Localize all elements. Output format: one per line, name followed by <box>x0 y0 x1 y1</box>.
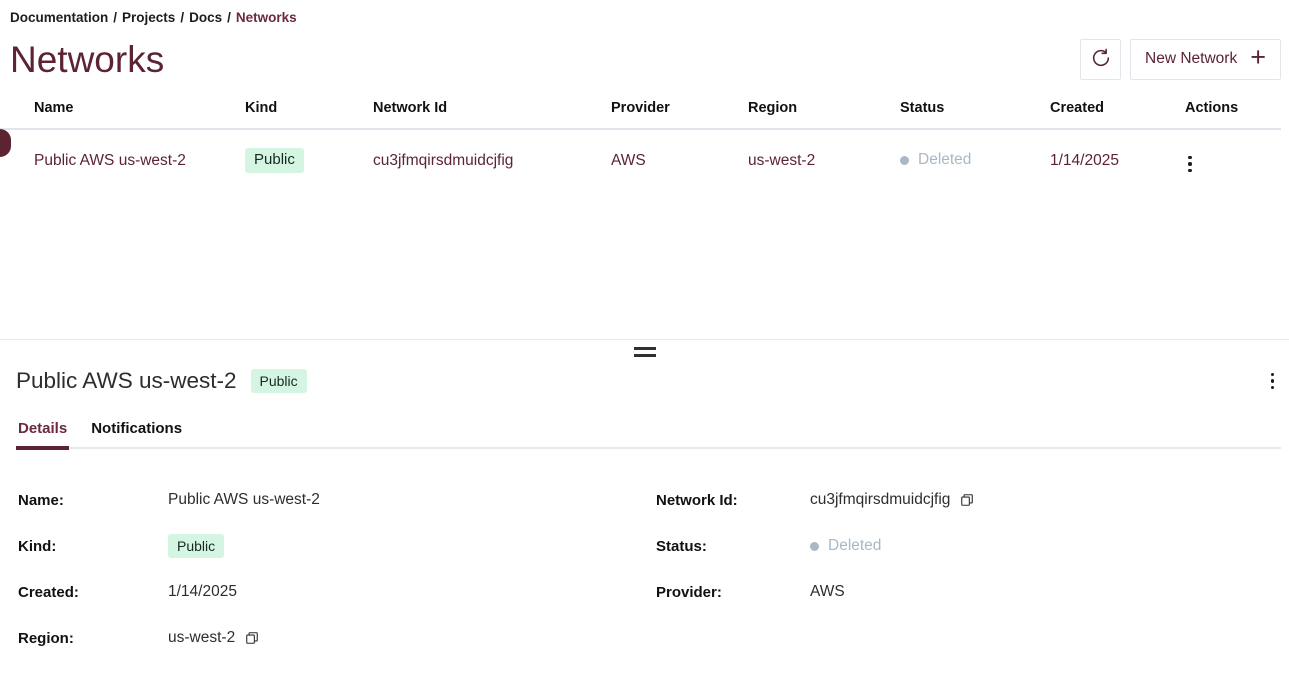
column-header-actions: Actions <box>1185 90 1281 130</box>
field-label-name: Name: <box>18 491 64 509</box>
detail-panel-header: Public AWS us-west-2 Public <box>0 364 1289 398</box>
table-empty-space <box>0 191 1289 339</box>
table-row[interactable]: Public AWS us-west-2 Public cu3jfmqirsdm… <box>0 129 1281 191</box>
kind-badge: Public <box>245 148 304 173</box>
detail-title-group: Public AWS us-west-2 Public <box>16 368 307 394</box>
field-value-created: 1/14/2025 <box>168 583 237 600</box>
field-kind: Kind: Public <box>0 523 640 569</box>
table-header: Name Kind Network Id Provider Region Sta… <box>0 90 1281 130</box>
panel-resize-handle[interactable] <box>0 340 1289 364</box>
refresh-icon <box>1090 47 1112 72</box>
status-badge: Deleted <box>900 151 971 169</box>
cell-status: Deleted <box>900 129 1050 191</box>
networks-table: Name Kind Network Id Provider Region Sta… <box>0 90 1281 191</box>
detail-right-column: Network Id: cu3jfmqirsdmuidcjfig Status:… <box>640 477 1289 661</box>
column-header-status[interactable]: Status <box>900 90 1050 130</box>
field-value-status-group: Deleted <box>810 537 881 555</box>
table-header-row: Name Kind Network Id Provider Region Sta… <box>0 90 1281 130</box>
field-name: Name: Public AWS us-west-2 <box>0 477 640 523</box>
tab-notifications[interactable]: Notifications <box>91 420 183 437</box>
page-title: Networks <box>10 38 165 80</box>
detail-status-text: Deleted <box>828 537 882 554</box>
cell-region: us-west-2 <box>748 151 816 169</box>
breadcrumb-separator: / <box>180 9 185 25</box>
new-network-label: New Network <box>1145 50 1238 67</box>
field-kind-badge: Public <box>168 534 225 558</box>
status-text: Deleted <box>918 151 972 169</box>
field-label-provider: Provider: <box>656 583 722 601</box>
field-status: Status: Deleted <box>640 523 1289 569</box>
column-header-created[interactable]: Created <box>1050 90 1185 130</box>
column-header-region[interactable]: Region <box>748 90 900 130</box>
field-value-name: Public AWS us-west-2 <box>168 491 320 508</box>
column-header-provider[interactable]: Provider <box>611 90 748 130</box>
field-value-kind: Public <box>168 534 225 558</box>
detail-tabs: Details Notifications <box>16 420 1281 450</box>
detail-status-badge: Deleted <box>810 537 881 555</box>
cell-kind: Public <box>245 129 373 191</box>
cell-provider: AWS <box>611 151 646 169</box>
refresh-button[interactable] <box>1080 38 1122 80</box>
row-name-text: Public AWS us-west-2 <box>34 151 186 169</box>
field-created: Created: 1/14/2025 <box>0 569 640 615</box>
field-value-network-id-group: cu3jfmqirsdmuidcjfig <box>810 491 974 509</box>
cell-network-id: cu3jfmqirsdmuidcjfig <box>373 151 514 169</box>
breadcrumb-item-docs[interactable]: Docs <box>189 9 223 25</box>
copy-icon[interactable] <box>960 493 974 507</box>
detail-fields-grid: Name: Public AWS us-west-2 Kind: Public … <box>0 449 1289 661</box>
panel-divider <box>0 339 1289 340</box>
copy-icon[interactable] <box>245 631 259 645</box>
field-provider: Provider: AWS <box>640 569 1289 615</box>
drag-grip-icon <box>633 347 656 357</box>
field-value-provider: AWS <box>810 583 845 600</box>
breadcrumb-separator: / <box>227 9 231 25</box>
row-actions-menu-icon[interactable] <box>1185 153 1195 176</box>
status-dot-icon <box>900 155 909 165</box>
breadcrumb-item-documentation[interactable]: Documentation <box>10 9 109 25</box>
new-network-button[interactable]: New Network + <box>1130 38 1281 80</box>
cell-name[interactable]: Public AWS us-west-2 <box>0 129 245 191</box>
field-value-region-group: us-west-2 <box>168 629 259 647</box>
detail-kind-badge: Public <box>250 369 307 393</box>
field-label-network-id: Network Id: <box>656 491 738 509</box>
field-label-status: Status: <box>656 537 707 555</box>
detail-actions-menu-icon[interactable] <box>1268 370 1278 393</box>
breadcrumb-item-projects[interactable]: Projects <box>122 9 176 25</box>
detail-left-column: Name: Public AWS us-west-2 Kind: Public … <box>0 477 640 661</box>
field-value-network-id: cu3jfmqirsdmuidcjfig <box>810 491 951 508</box>
column-header-kind[interactable]: Kind <box>245 90 373 130</box>
header-actions: New Network + <box>1080 38 1281 80</box>
field-label-region: Region: <box>18 629 74 647</box>
field-label-created: Created: <box>18 583 79 601</box>
cell-created: 1/14/2025 <box>1050 151 1119 169</box>
cell-actions <box>1185 129 1281 191</box>
breadcrumb-item-networks[interactable]: Networks <box>235 9 297 25</box>
tab-details[interactable]: Details <box>16 420 70 450</box>
column-header-network-id[interactable]: Network Id <box>373 90 611 130</box>
networks-table-container: Name Kind Network Id Provider Region Sta… <box>0 90 1289 191</box>
column-header-name[interactable]: Name <box>0 90 245 130</box>
field-network-id: Network Id: cu3jfmqirsdmuidcjfig <box>640 477 1289 523</box>
field-value-region: us-west-2 <box>168 629 236 646</box>
detail-title: Public AWS us-west-2 <box>16 368 237 393</box>
status-dot-icon <box>810 541 819 551</box>
table-body: Public AWS us-west-2 Public cu3jfmqirsdm… <box>0 129 1281 191</box>
breadcrumb-separator: / <box>113 9 118 25</box>
page-header: Networks New Network + <box>0 28 1289 90</box>
selected-row-indicator <box>0 129 11 157</box>
field-label-kind: Kind: <box>18 537 57 555</box>
field-region: Region: us-west-2 <box>0 615 640 661</box>
plus-icon: + <box>1250 42 1266 72</box>
breadcrumb: Documentation / Projects / Docs / Networ… <box>0 0 1289 28</box>
